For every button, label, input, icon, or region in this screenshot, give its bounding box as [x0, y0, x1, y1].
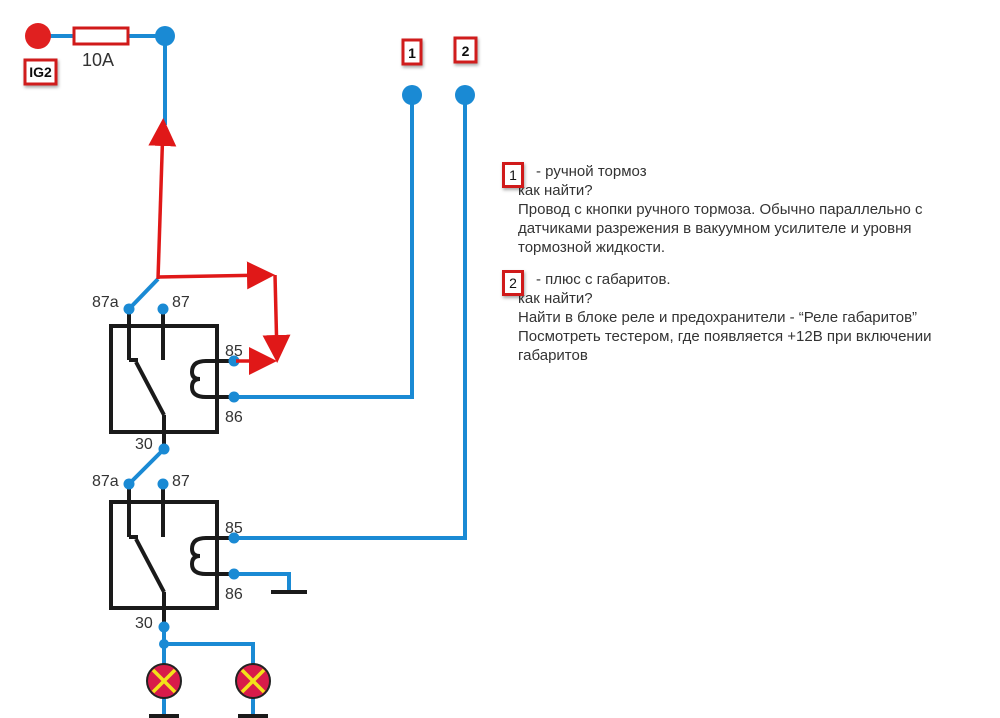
lamp-junction [159, 639, 169, 649]
arrow-down-icon [262, 274, 291, 363]
note-1-line: тормозной жидкости. [518, 239, 666, 256]
notes-panel: 1 - ручной тормоз как найти? Провод с кн… [502, 162, 1000, 378]
note-1-line: датчиками разрежения в вакуумном усилите… [518, 220, 912, 237]
relay-top-pin-87a [123, 303, 135, 315]
fuse-icon [72, 26, 130, 46]
note-1-tag: 1 [502, 162, 524, 188]
relay-bottom: 87a 87 85 86 30 [92, 473, 307, 633]
relay-bottom-pin-87 [157, 478, 169, 490]
relay-bottom-label-30: 30 [135, 615, 153, 632]
relay-top-coil [189, 359, 234, 399]
relay-bottom-label-85: 85 [225, 520, 243, 537]
note-1-line: как найти? [518, 182, 593, 199]
relay-bottom-label-87a: 87a [92, 473, 119, 490]
relay-top-pin-87 [157, 303, 169, 315]
fuse-rating-label: 10A [82, 50, 114, 70]
relay-top-label-30: 30 [135, 436, 153, 453]
relay-bottom-pin-85 [228, 532, 240, 544]
power-source: 10A IG2 [23, 23, 175, 125]
ig2-label: IG2 [29, 64, 52, 80]
relay-bottom-pin-87a [123, 478, 135, 490]
wire-86-ground [234, 572, 291, 592]
terminal-1-label: 1 [408, 45, 416, 61]
wire-terminal-1-to-86 [234, 95, 414, 399]
current-flow-arrows [148, 118, 291, 375]
wire-terminal-2-to-85 [234, 95, 467, 540]
ig2-node[interactable] [25, 23, 51, 49]
note-2-title: - плюс с габаритов. [536, 271, 671, 288]
relay-bottom-label-86: 86 [225, 586, 243, 603]
terminal-2: 2 [234, 36, 478, 540]
note-2-line: как найти? [518, 290, 593, 307]
arrow-right-icon [157, 261, 275, 290]
arrow-up-icon [148, 118, 177, 280]
lamp-icon [146, 663, 182, 718]
note-1-line: Провод с кнопки ручного тормоза. Обычно … [518, 201, 923, 218]
wire-87a-top [127, 277, 160, 311]
terminal-2-label: 2 [462, 43, 470, 59]
ig2-tag: IG2 [23, 58, 58, 86]
relay-bottom-switch [134, 538, 166, 593]
relay-top-label-87: 87 [172, 294, 190, 311]
note-2-line: габаритов [518, 347, 588, 364]
lamps [146, 627, 271, 718]
relay-bottom-coil [189, 536, 234, 576]
note-terminal-1: 1 - ручной тормоз как найти? Провод с кн… [502, 162, 1000, 257]
relay-top-label-86: 86 [225, 409, 243, 426]
note-1-title: - ручной тормоз [536, 163, 647, 180]
relay-top: 87a 87 85 86 30 [92, 277, 243, 455]
wire-relay-link [127, 447, 166, 486]
note-2-tag: 2 [502, 270, 524, 296]
relay-top-pin-85 [228, 355, 240, 367]
relay-top-label-87a: 87a [92, 294, 119, 311]
relay-top-switch [134, 361, 166, 416]
terminal-1: 1 [234, 38, 423, 399]
note-2-line: Найти в блоке реле и предохранители - “Р… [518, 309, 918, 326]
relay-top-pin-86 [228, 391, 240, 403]
relay-bottom-label-87: 87 [172, 473, 190, 490]
note-terminal-2: 2 - плюс с габаритов. как найти? Найти в… [502, 270, 1000, 365]
note-2-line: Посмотреть тестером, где появляется +12В… [518, 328, 932, 345]
relay-top-label-85: 85 [225, 343, 243, 360]
lamp-icon [235, 663, 271, 718]
